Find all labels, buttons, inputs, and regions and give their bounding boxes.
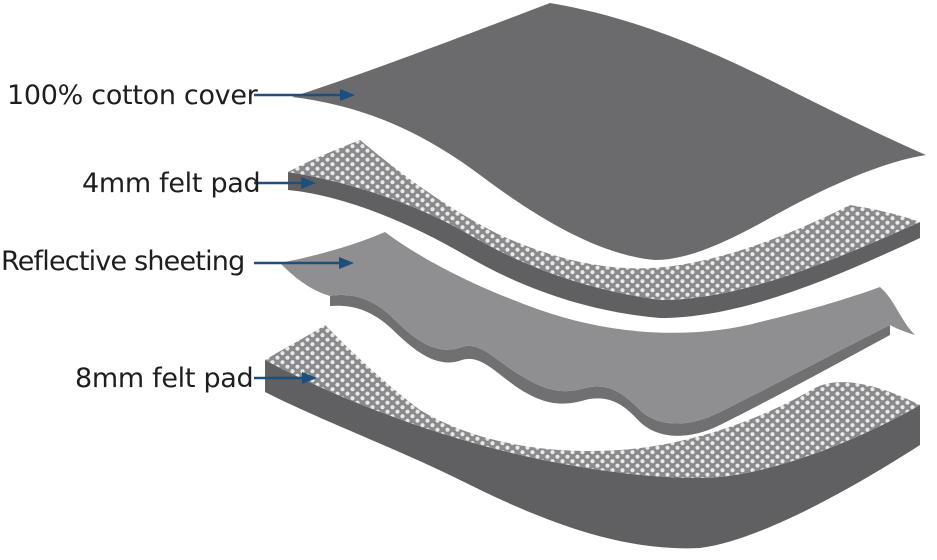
reflective-sheeting-layer	[280, 232, 915, 436]
felt-pad-8mm-edge	[265, 360, 920, 549]
leader-arrows	[254, 89, 355, 384]
felt-pad-4mm-face	[288, 140, 920, 300]
label-cotton-cover: 100% cotton cover	[7, 80, 258, 111]
felt-pad-8mm-face	[265, 325, 920, 478]
label-felt-pad-8mm: 8mm felt pad	[75, 363, 254, 394]
label-reflective-sheeting: Reflective sheeting	[1, 246, 245, 277]
felt-pad-4mm-layer	[288, 140, 920, 318]
arrow-felt-pad-8mm	[254, 372, 317, 384]
arrow-reflective-sheeting	[254, 257, 354, 269]
felt-pad-8mm-layer	[265, 325, 920, 549]
cotton-cover-layer	[292, 3, 926, 260]
reflective-sheeting-shadow	[330, 295, 890, 436]
felt-pad-4mm-edge	[288, 172, 920, 318]
label-felt-pad-4mm: 4mm felt pad	[82, 168, 261, 199]
reflective-sheeting-face	[280, 232, 915, 424]
arrow-cotton-cover	[254, 89, 355, 101]
arrow-felt-pad-4mm	[254, 177, 316, 189]
